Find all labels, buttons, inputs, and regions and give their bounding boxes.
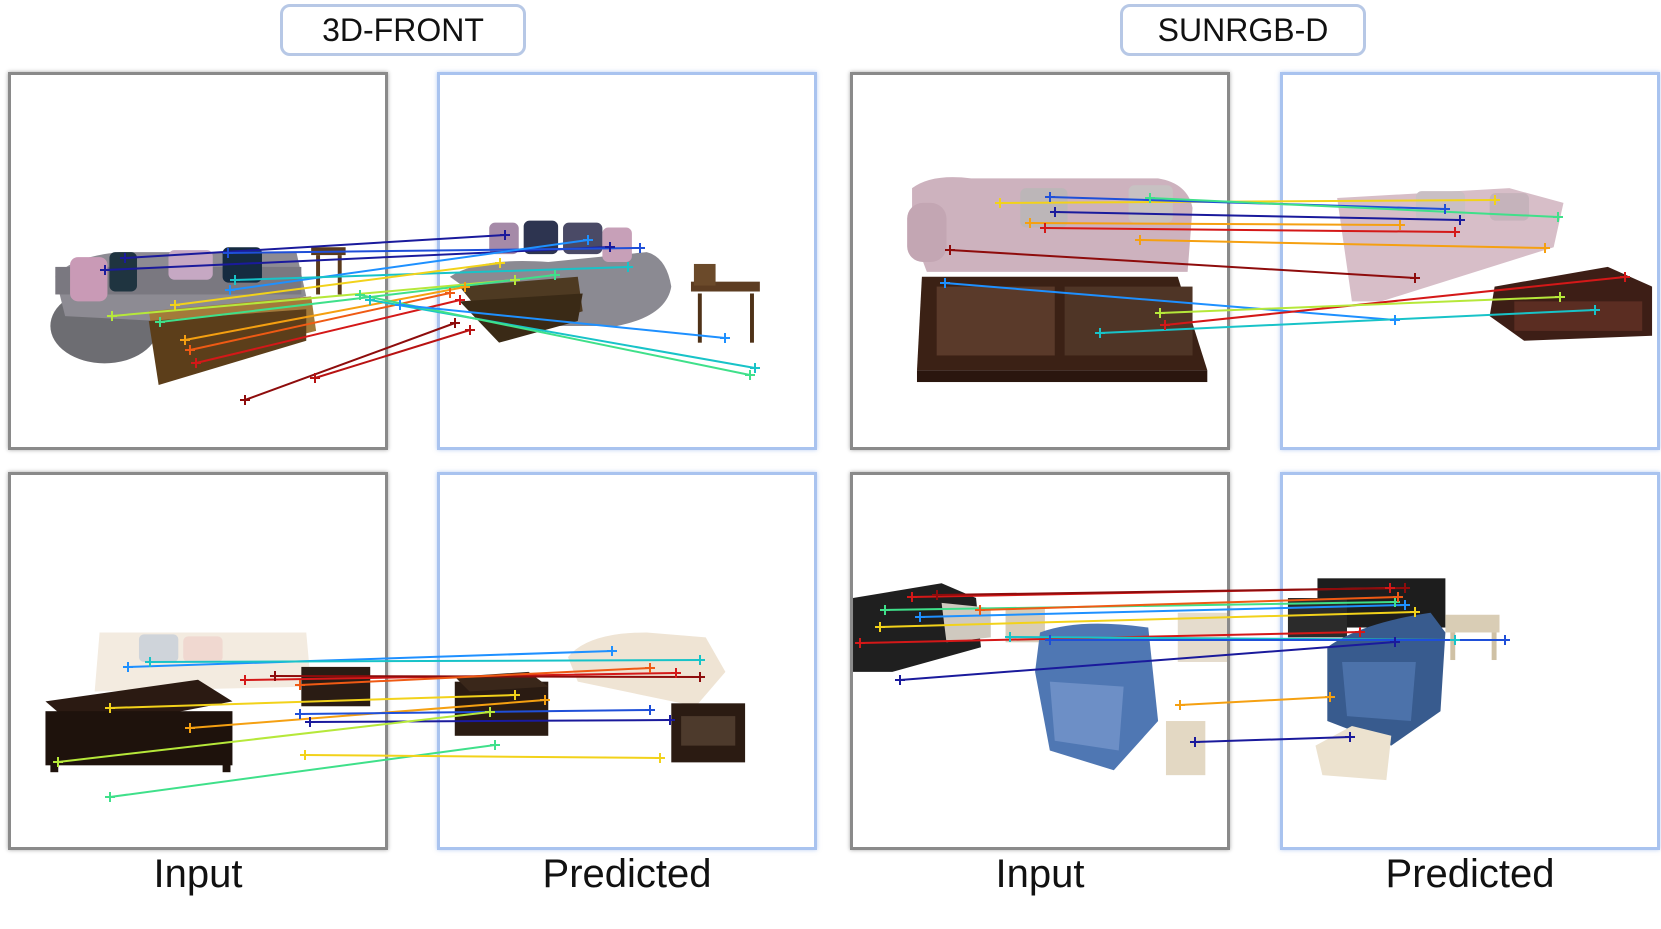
- scene-white-sofa-table: [45, 632, 371, 773]
- scene-sofa-sectional-predicted: [449, 220, 760, 343]
- dataset-tag-sunrgbd: SUNRGB-D: [1120, 4, 1366, 56]
- caption-predicted-right: Predicted: [1385, 852, 1555, 896]
- panel-3dfront-input-2: [8, 472, 388, 850]
- scene-sofa-sectional: [50, 247, 346, 385]
- panel-sunrgbd-input-1: [850, 72, 1230, 450]
- dataset-tag-label: 3D-FRONT: [322, 11, 484, 48]
- panel-sunrgbd-input-2: [850, 472, 1230, 850]
- dataset-tag-3d-front: 3D-FRONT: [280, 4, 526, 56]
- caption-predicted-left: Predicted: [542, 852, 712, 896]
- panel-sunrgbd-predicted-1: [1280, 72, 1660, 450]
- caption-input-right: Input: [995, 852, 1085, 896]
- scene-pink-sofa-predicted: [1337, 188, 1653, 341]
- scene-blue-armchair: [853, 583, 1227, 776]
- scene-blue-armchair-predicted: [1287, 578, 1500, 781]
- correspondence-cross-marker: [395, 300, 405, 310]
- caption-input-left: Input: [153, 852, 243, 896]
- scene-pink-sofa-coffee-table: [907, 177, 1208, 383]
- scene-white-sofa-table-predicted: [454, 632, 746, 763]
- panel-3dfront-predicted-2: [437, 472, 817, 850]
- panel-3dfront-input-1: [8, 72, 388, 450]
- panel-3dfront-predicted-1: [437, 72, 817, 450]
- panel-sunrgbd-predicted-2: [1280, 472, 1660, 850]
- dataset-tag-label: SUNRGB-D: [1157, 11, 1329, 48]
